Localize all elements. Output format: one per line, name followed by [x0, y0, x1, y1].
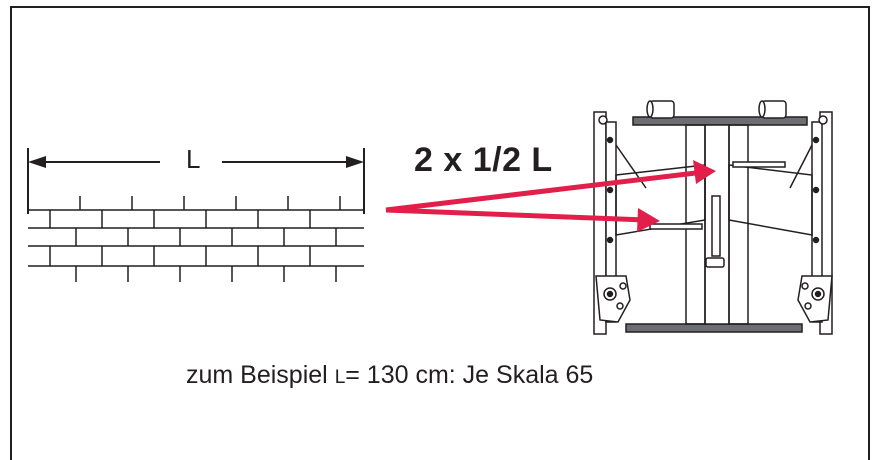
brick-wall	[28, 196, 364, 282]
device-scale-lower	[649, 223, 703, 230]
example-value: = 130 cm: Je Skala 65	[345, 361, 594, 389]
device-clamp-left	[595, 275, 631, 323]
length-label: L	[186, 144, 201, 174]
arrow-upper-head	[693, 160, 716, 184]
device-bottom-bar	[625, 323, 803, 333]
example-prefix: zum Beispiel	[186, 361, 328, 389]
device-scale-upper	[732, 161, 786, 168]
device-illustration	[593, 100, 833, 335]
device-left-panel	[615, 164, 706, 236]
arrow-lower	[385, 207, 647, 223]
ratio-label: 2 x 1/2 L	[414, 141, 553, 179]
dimension-left-arrowhead	[28, 156, 46, 168]
device-clamp-right	[797, 275, 833, 323]
example-variable: L	[334, 367, 346, 388]
example-text: zum Beispiel L= 130 cm: Je Skala 65	[186, 363, 593, 388]
arrow-lower-head	[637, 208, 660, 232]
device-center-column	[704, 124, 730, 325]
arrow-upper	[385, 169, 705, 213]
red-arrows	[385, 160, 716, 232]
device-right-panel	[728, 164, 813, 236]
dimension-right-arrowhead	[346, 156, 364, 168]
dimension-line	[27, 148, 365, 214]
diagram-frame	[10, 6, 870, 460]
